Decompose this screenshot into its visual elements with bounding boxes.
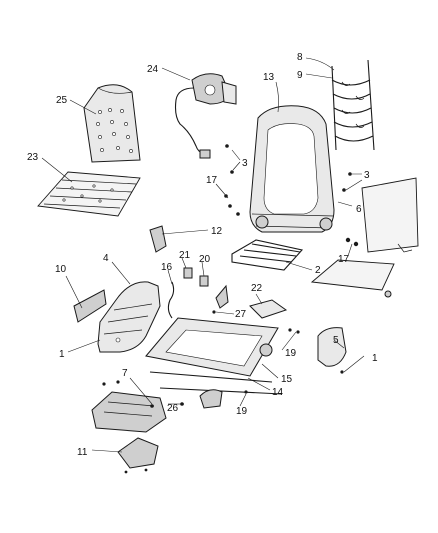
seat-back-panel [83,84,141,163]
callout-17-right: 17 [338,254,350,265]
seat-cushion-pad [310,259,395,298]
callout-10: 10 [55,264,67,275]
bracket-12 [149,225,167,253]
callout-1-right: 1 [372,353,378,364]
back-pad [361,177,419,253]
callout-1-left: 1 [59,349,65,360]
callout-25: 25 [56,95,68,106]
callout-22: 22 [251,283,263,294]
small-components [167,267,288,319]
callout-14: 14 [272,387,284,398]
lumbar-support-assembly [174,73,237,159]
callout-15: 15 [281,374,293,385]
callout-16: 16 [161,262,173,273]
callout-3-right: 3 [364,170,370,181]
side-shield [97,281,161,353]
callout-5: 5 [333,335,339,346]
cushion-suspension [231,239,304,271]
callout-4: 4 [103,253,109,264]
callout-19-upper: 19 [285,348,297,359]
seat-back-frame [249,105,335,233]
lower-shield [117,437,159,469]
callout-8: 8 [297,52,303,63]
seat-adjuster [145,317,283,409]
callout-11: 11 [77,447,88,458]
callout-20: 20 [199,254,211,265]
callout-13: 13 [263,72,275,83]
callout-24: 24 [147,64,159,75]
switch-bezel [73,289,107,323]
callout-17-left: 17 [206,175,218,186]
fasteners-lower [102,310,344,474]
callout-2: 2 [315,265,321,276]
callout-21: 21 [179,250,191,261]
leader-lines [41,57,365,453]
callout-23: 23 [27,152,39,163]
fasteners-upper [224,144,359,247]
callout-12: 12 [211,226,223,237]
callout-3-left: 3 [242,158,248,169]
cushion-support-tray [91,391,167,433]
cushion-heater-mat [37,171,141,217]
callout-labels: 8 9 24 13 25 23 3 3 17 6 12 2 17 21 20 1… [27,52,378,458]
callout-6: 6 [356,204,362,215]
callout-27: 27 [235,309,247,320]
back-spring-mat [331,59,375,151]
callout-19-lower: 19 [236,406,248,417]
right-side-trim [317,327,347,367]
callout-7: 7 [122,368,128,379]
callout-9: 9 [297,70,303,81]
seat-back-panel-holes [96,108,133,153]
callout-26: 26 [167,403,179,414]
